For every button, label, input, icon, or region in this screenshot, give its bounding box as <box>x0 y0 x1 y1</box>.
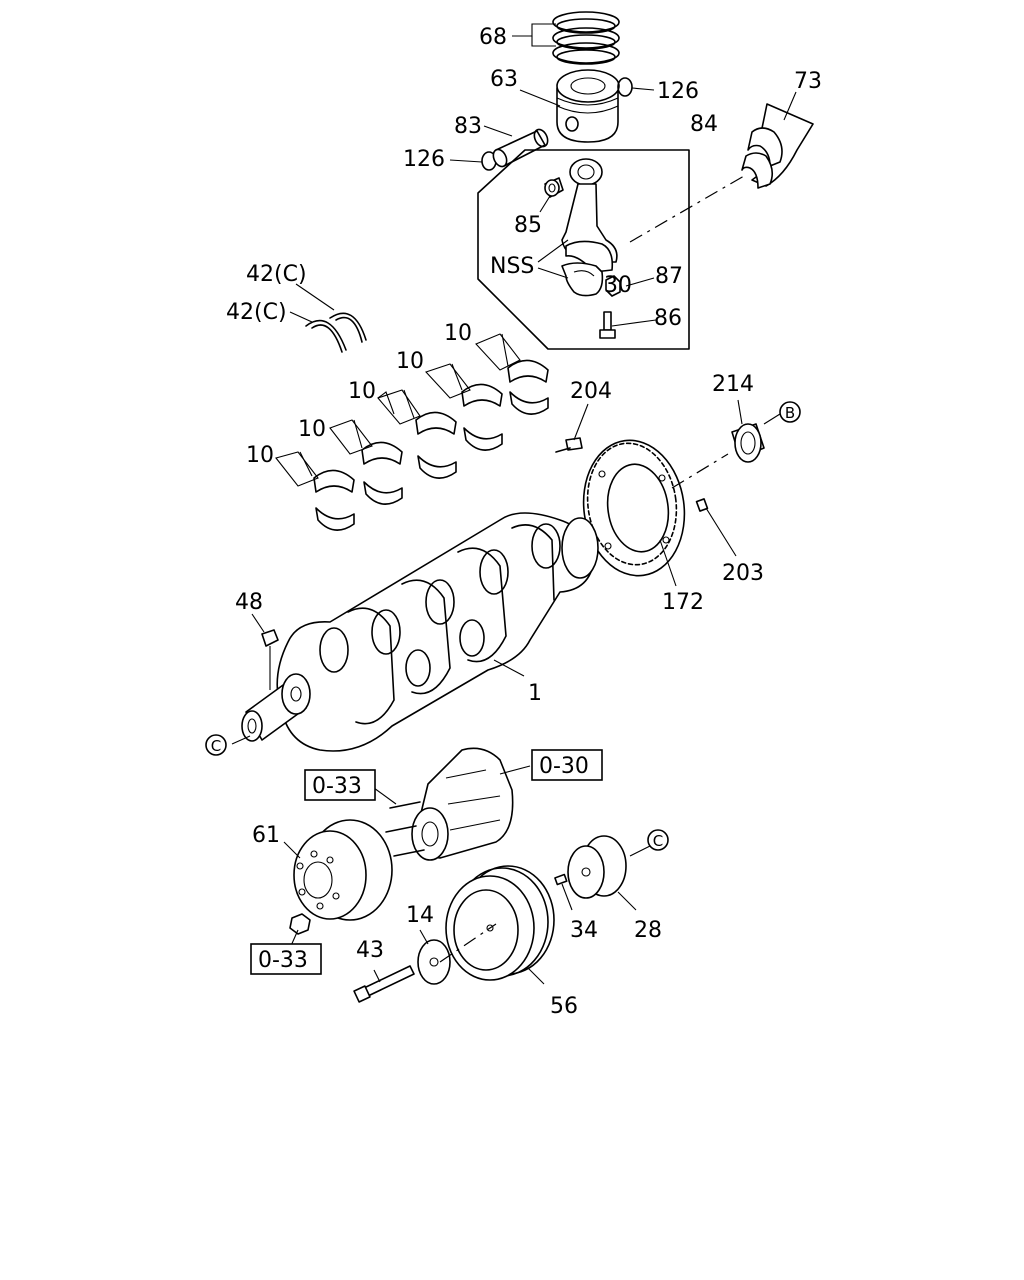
label-87: 87 <box>655 264 683 289</box>
label-85: 85 <box>514 213 542 238</box>
part-main-bearings <box>313 359 549 531</box>
part-connecting-rod <box>561 158 618 297</box>
label-214: 214 <box>712 372 754 397</box>
part-conrod-bearing <box>741 103 814 189</box>
ref-box-0-30 <box>531 749 603 781</box>
marker-circle-c-right: C <box>647 829 669 851</box>
conrod-assembly-box <box>477 149 690 350</box>
marker-c-left-text: C <box>211 737 221 755</box>
part-pulley-61 <box>293 819 393 921</box>
part-labels: 68 63 126 83 126 84 73 85 NSS 30 87 86 4… <box>226 25 822 1019</box>
label-83: 83 <box>454 114 482 139</box>
label-1: 1 <box>528 681 542 706</box>
label-10-4: 10 <box>298 417 326 442</box>
label-68: 68 <box>479 25 507 50</box>
ref-box-0-33-top <box>304 769 376 801</box>
label-84: 84 <box>690 112 718 137</box>
part-bolt-204 <box>555 437 583 453</box>
label-10-2: 10 <box>396 349 424 374</box>
label-73: 73 <box>794 69 822 94</box>
label-42-upper: 42(C) <box>246 262 307 287</box>
label-126-left: 126 <box>403 147 445 172</box>
part-conrod-bushing <box>544 177 564 198</box>
label-nss: NSS <box>490 254 534 279</box>
label-0-30: 0-30 <box>539 754 589 779</box>
label-204: 204 <box>570 379 612 404</box>
label-30: 30 <box>604 273 632 298</box>
label-10-5: 10 <box>246 443 274 468</box>
part-piston <box>556 69 620 143</box>
label-28: 28 <box>634 918 662 943</box>
label-203: 203 <box>722 561 764 586</box>
part-snap-ring-right <box>617 77 633 97</box>
label-0-33-bottom: 0-33 <box>258 948 308 973</box>
label-126-right: 126 <box>657 79 699 104</box>
part-gear-28 <box>567 835 627 899</box>
part-bearing-214 <box>731 423 765 463</box>
part-damper-pulley-56 <box>445 865 555 981</box>
part-piston-rings <box>552 11 620 65</box>
label-61: 61 <box>252 823 280 848</box>
marker-circle-b: B <box>779 401 801 423</box>
marker-circle-c-left: C <box>205 734 227 756</box>
label-42-lower: 42(C) <box>226 300 287 325</box>
part-pin-34 <box>554 873 568 886</box>
part-piston-pin <box>492 128 549 168</box>
part-crank-gear <box>582 439 686 577</box>
label-48: 48 <box>235 590 263 615</box>
label-172: 172 <box>662 590 704 615</box>
label-34: 34 <box>570 918 598 943</box>
part-conrod-nut <box>605 275 621 297</box>
centerlines <box>439 175 745 963</box>
label-10-1: 10 <box>444 321 472 346</box>
part-crankshaft <box>241 512 599 752</box>
leader-lines <box>231 23 797 985</box>
part-nut <box>289 913 311 935</box>
label-0-33-top: 0-33 <box>312 774 362 799</box>
label-86: 86 <box>654 306 682 331</box>
part-washer-plate-14 <box>417 939 451 985</box>
part-pin-203 <box>695 498 709 512</box>
label-14: 14 <box>406 903 434 928</box>
part-bolt-43 <box>353 965 415 1003</box>
label-63: 63 <box>490 67 518 92</box>
label-43: 43 <box>356 938 384 963</box>
marker-c-right-text: C <box>653 832 663 850</box>
label-56: 56 <box>550 994 578 1019</box>
part-thrust-washers <box>305 312 367 353</box>
part-conrod-bolt <box>599 311 616 339</box>
part-key-48 <box>261 629 279 690</box>
marker-b-text: B <box>785 404 795 422</box>
part-front-housing <box>385 747 514 861</box>
label-10-3: 10 <box>348 379 376 404</box>
ref-box-0-33-bottom <box>250 943 322 975</box>
